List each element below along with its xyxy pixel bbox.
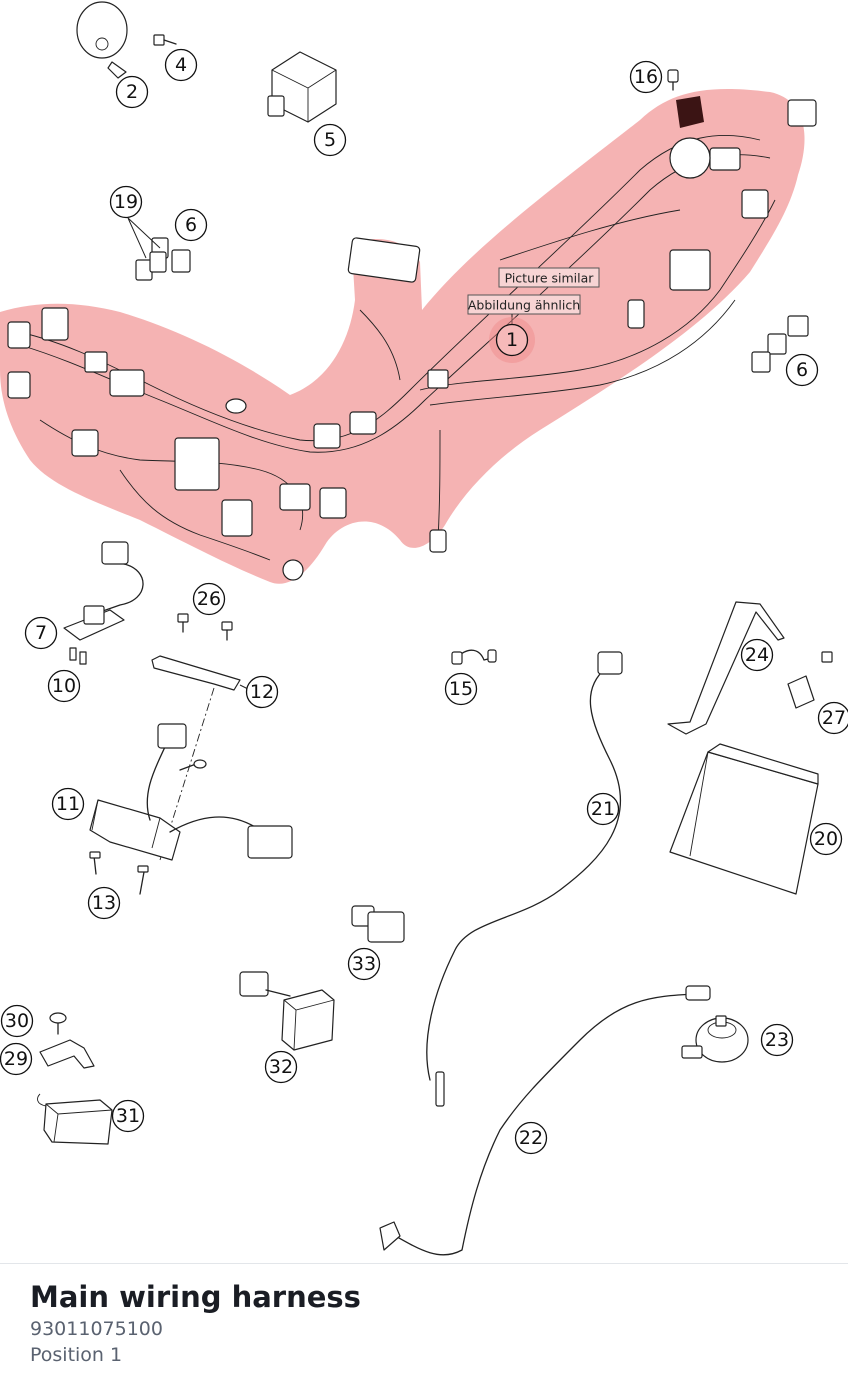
callout-11-number: 11: [56, 793, 80, 815]
part-position: Position 1: [30, 1344, 123, 1366]
callout-1-number: 1: [506, 329, 518, 351]
part-title: Main wiring harness: [30, 1280, 361, 1314]
callout-6-number: 6: [185, 214, 197, 236]
part-horn-2: [76, 1, 128, 79]
callout-26[interactable]: 26: [192, 582, 226, 616]
callout-5[interactable]: 5: [313, 123, 347, 157]
part-starter-relay-23: [681, 1015, 749, 1063]
part-cable-15: [451, 649, 497, 665]
callout-6-right[interactable]: 6: [785, 353, 819, 387]
callout-10-number: 10: [52, 675, 76, 697]
callout-19-number: 19: [114, 191, 138, 213]
callout-21-number: 21: [591, 798, 615, 820]
callout-26-number: 26: [197, 588, 221, 610]
callout-32[interactable]: 32: [264, 1050, 298, 1084]
callout-15[interactable]: 15: [444, 672, 478, 706]
callout-24-number: 24: [745, 644, 769, 666]
part-clip-27: [787, 651, 833, 709]
callout-2[interactable]: 2: [115, 75, 149, 109]
callout-22[interactable]: 22: [514, 1121, 548, 1155]
abbildung-aehnlich-label: Abbildung ähnlich: [468, 298, 580, 313]
part-sensor-7: [63, 541, 144, 665]
callout-33-number: 33: [352, 953, 376, 975]
callout-7-number: 7: [35, 622, 47, 644]
part-bracket-29: [39, 1012, 95, 1069]
part-bolt-4: [153, 34, 177, 46]
callout-16-number: 16: [634, 66, 658, 88]
part-bolts-13: [89, 851, 149, 895]
callout-30-number: 30: [5, 1010, 29, 1032]
callout-1[interactable]: 1: [489, 317, 535, 363]
part-info-panel: Main wiring harness 93011075100 Position…: [30, 1278, 361, 1368]
part-fuses-19: [135, 237, 191, 281]
part-relay-5: [267, 51, 337, 123]
picture-similar-label: Picture similar: [505, 271, 595, 286]
picture-similar-note: Picture similar: [498, 267, 600, 288]
callout-27-number: 27: [822, 707, 846, 729]
callout-32-number: 32: [269, 1056, 293, 1078]
callout-33[interactable]: 33: [347, 947, 381, 981]
part-cable-21: [425, 651, 623, 1107]
callout-12-number: 12: [250, 681, 274, 703]
callout-13[interactable]: 13: [87, 886, 121, 920]
part-screws-26: [177, 613, 233, 641]
callout-30[interactable]: 30: [0, 1004, 34, 1038]
callout-15-number: 15: [449, 678, 473, 700]
part-connector-33: [351, 905, 405, 943]
callout-13-number: 13: [92, 892, 116, 914]
harness-dark-connector: [676, 96, 704, 128]
callout-29[interactable]: 29: [0, 1042, 33, 1076]
callout-31-number: 31: [116, 1105, 140, 1127]
callout-7[interactable]: 7: [24, 616, 58, 650]
callout-4-number: 4: [175, 54, 187, 76]
part-strap-24: [667, 601, 785, 735]
callout-29-number: 29: [4, 1048, 28, 1070]
callout-23-number: 23: [765, 1029, 789, 1051]
part-relay-32: [239, 971, 335, 1051]
part-module-31: [37, 1093, 113, 1145]
callout-21[interactable]: 21: [586, 792, 620, 826]
callout-4[interactable]: 4: [164, 48, 198, 82]
footer-divider: [0, 1263, 848, 1264]
callout-23[interactable]: 23: [760, 1023, 794, 1057]
part-connector-16: [667, 69, 679, 91]
part-fuses-6: [751, 315, 809, 373]
callout-6-right-number: 6: [796, 359, 808, 381]
callout-31[interactable]: 31: [111, 1099, 145, 1133]
callout-22-number: 22: [519, 1127, 543, 1149]
callout-10[interactable]: 10: [47, 669, 81, 703]
part-cable-22: [379, 985, 711, 1256]
callout-6[interactable]: 6: [174, 208, 208, 242]
callout-27[interactable]: 27: [817, 701, 848, 735]
abbildung-aehnlich-note: Abbildung ähnlich: [467, 294, 581, 315]
callout-20-number: 20: [814, 828, 838, 850]
callout-12[interactable]: 12: [245, 675, 279, 709]
callout-19[interactable]: 19: [109, 185, 143, 219]
callout-5-number: 5: [324, 129, 336, 151]
callout-16[interactable]: 16: [629, 60, 663, 94]
part-regulator-11: [89, 723, 293, 861]
callout-20[interactable]: 20: [809, 822, 843, 856]
wiring-harness-part-1[interactable]: [0, 89, 817, 584]
exploded-parts-diagram: Picture similar Abbildung ähnlich 1: [0, 1, 848, 1256]
callout-24[interactable]: 24: [740, 638, 774, 672]
part-number: 93011075100: [30, 1318, 163, 1340]
part-battery-20: [669, 743, 819, 895]
callout-2-number: 2: [126, 81, 138, 103]
callout-11[interactable]: 11: [51, 787, 85, 821]
